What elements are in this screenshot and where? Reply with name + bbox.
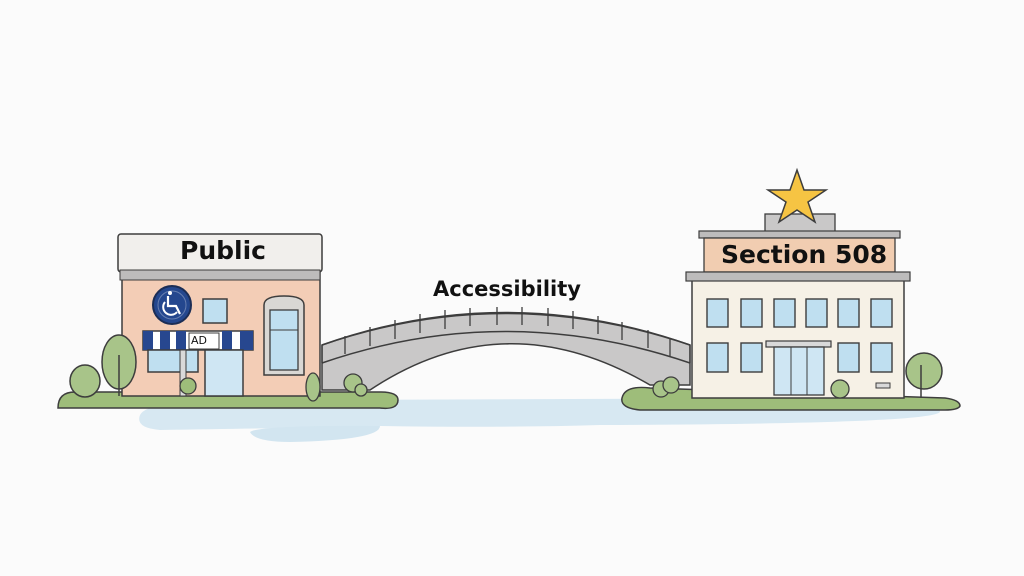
section-508-building bbox=[685, 167, 911, 399]
star-icon bbox=[765, 167, 829, 224]
left-trees bbox=[69, 334, 368, 402]
section-508-sign-label: Section 508 bbox=[721, 240, 888, 269]
public-building bbox=[117, 233, 323, 397]
bridge-label: Accessibility bbox=[433, 277, 581, 301]
awning-sign-label: AD bbox=[191, 334, 207, 347]
bridge bbox=[321, 307, 691, 391]
right-trees bbox=[652, 352, 943, 398]
awning bbox=[142, 330, 254, 351]
public-sign-label: Public bbox=[180, 236, 266, 265]
